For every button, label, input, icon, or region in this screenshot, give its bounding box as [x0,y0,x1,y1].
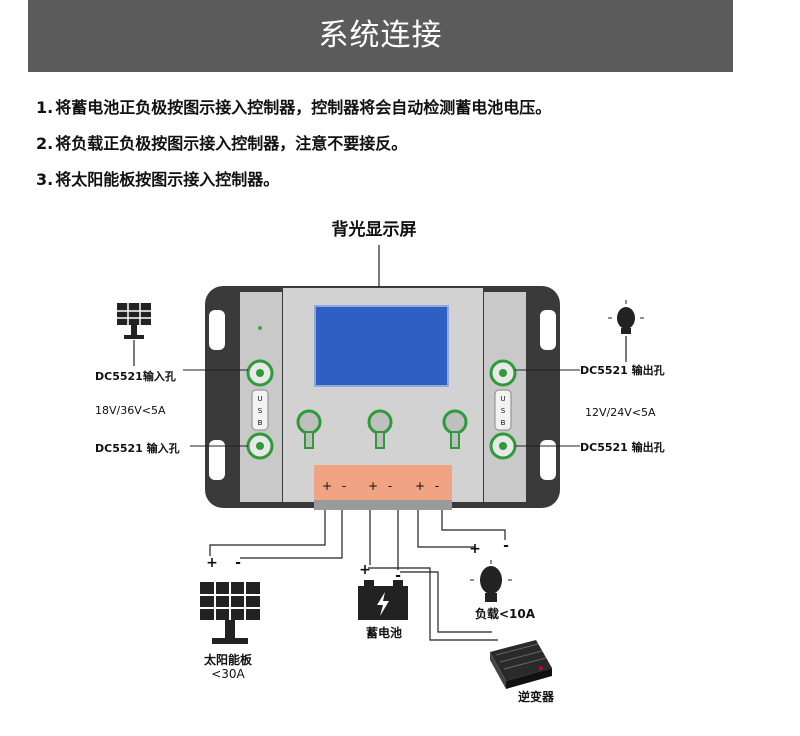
left-spec-label: 18V/36V<5A [95,404,166,417]
output-port-top-core [499,369,507,377]
button-left-stem [304,431,314,449]
solar-panel-small-icon [117,303,151,339]
inverter-label: 逆变器 [518,689,555,704]
panel-base [124,335,144,339]
bulb-base [621,328,631,334]
inverter-top [490,640,552,681]
step-3: 3.将太阳能板按图示接入控制器。 [36,168,551,204]
wiring [209,510,506,641]
step-text: 将太阳能板按图示接入控制器。 [55,170,280,189]
mount-slot-top-right [540,310,556,350]
terminal-sign: + [415,479,425,493]
right-bottom-port-label: DC5521 输出孔 [580,440,665,454]
inverter-front [490,652,506,689]
inverter-vent [495,643,539,656]
load-plus-wire [417,510,475,548]
inverter-vent [499,650,543,663]
input-port-bottom-core [256,442,264,450]
battery-terminal [393,580,403,586]
solar-panel-icon [200,582,260,644]
terminal-screws [314,500,452,510]
left-bottom-port-label: DC5521 输入孔 [95,441,180,455]
solar-minus-sign: - [235,555,241,571]
step-number: 2. [36,134,54,153]
panel-base [212,638,248,644]
lightning-icon [377,592,389,616]
mount-slot-bottom-left [209,440,225,480]
step-number: 3. [36,170,54,189]
output-port-bottom-core [499,442,507,450]
terminal-sign: + [368,479,378,493]
terminal-sign: + [322,479,332,493]
button-middle-stem [375,431,385,449]
bulb-base [485,593,497,602]
battery-minus-sign: - [395,568,401,584]
terminal-sign: - [435,479,439,493]
usb-letter: U [257,395,262,403]
terminal-sign: - [342,479,346,493]
ports [246,359,517,460]
backlight-label: 背光显示屏 [332,219,417,240]
instruction-list: 1.将蓄电池正负极按图示接入控制器，控制器将会自动检测蓄电池电压。 2.将负载正… [36,96,551,204]
panel-stand [225,620,235,638]
inverter-minus-wire [400,571,492,633]
status-led [258,326,262,330]
load-label: 负载<10A [475,606,536,621]
inverter-side [506,668,552,689]
inverter-vent [503,657,547,670]
usb-letter: B [501,419,506,427]
step-number: 1. [36,98,54,117]
usb-slot-left [251,389,269,431]
button-right [442,409,468,435]
inverter-icon [490,640,552,689]
input-port-top-core [256,369,264,377]
inverter-plus-wire [368,567,498,641]
lightbulb-small-icon [608,300,644,334]
step-text: 将负载正负极按图示接入控制器，注意不要接反。 [55,134,408,153]
header-title: 系统连接 [318,18,443,53]
usb-slot-right [494,389,512,431]
solar-plus-wire [209,510,326,556]
button-middle [367,409,393,435]
button-left [296,409,322,435]
usb-letter: S [258,407,263,415]
usb-letter: U [500,395,505,403]
solar-minus-wire [240,510,343,559]
solar-label: 太阳能板 [204,652,253,667]
step-1: 1.将蓄电池正负极按图示接入控制器，控制器将会自动检测蓄电池电压。 [36,96,551,132]
inverter-light [539,666,543,670]
right-spec-label: 12V/24V<5A [585,406,656,419]
section-header: 系统连接 [28,0,733,72]
load-bulb-icon [470,560,512,602]
step-2: 2.将负载正负极按图示接入控制器，注意不要接反。 [36,132,551,168]
load-minus-wire [441,510,506,540]
left-top-port-label: DC5521输入孔 [95,369,176,383]
panel-grid [117,303,151,325]
battery-terminal [364,580,374,586]
load-plus-sign: + [469,541,481,557]
panel-stand [131,325,137,335]
battery-icon [358,580,408,620]
battery-plus-sign: + [359,562,371,578]
bulb-glass [617,307,635,329]
mount-slot-bottom-right [540,440,556,480]
solar-plus-sign: + [206,555,218,571]
terminal-sign: - [388,479,392,493]
load-minus-sign: - [503,538,509,554]
controller: U S B U S B + - + - + - [205,286,560,510]
button-right-stem [450,431,460,449]
solar-rating: <30A [211,667,245,681]
usb-letter: B [258,419,263,427]
battery-label: 蓄电池 [366,625,402,640]
terminal-block [314,465,452,503]
mount-slot-top-left [209,310,225,350]
usb-letter: S [501,407,506,415]
bulb-glass [480,566,502,594]
right-top-port-label: DC5521 输出孔 [580,363,665,377]
step-text: 将蓄电池正负极按图示接入控制器，控制器将会自动检测蓄电池电压。 [55,98,552,117]
lcd-screen [314,305,449,387]
buttons [296,409,468,449]
